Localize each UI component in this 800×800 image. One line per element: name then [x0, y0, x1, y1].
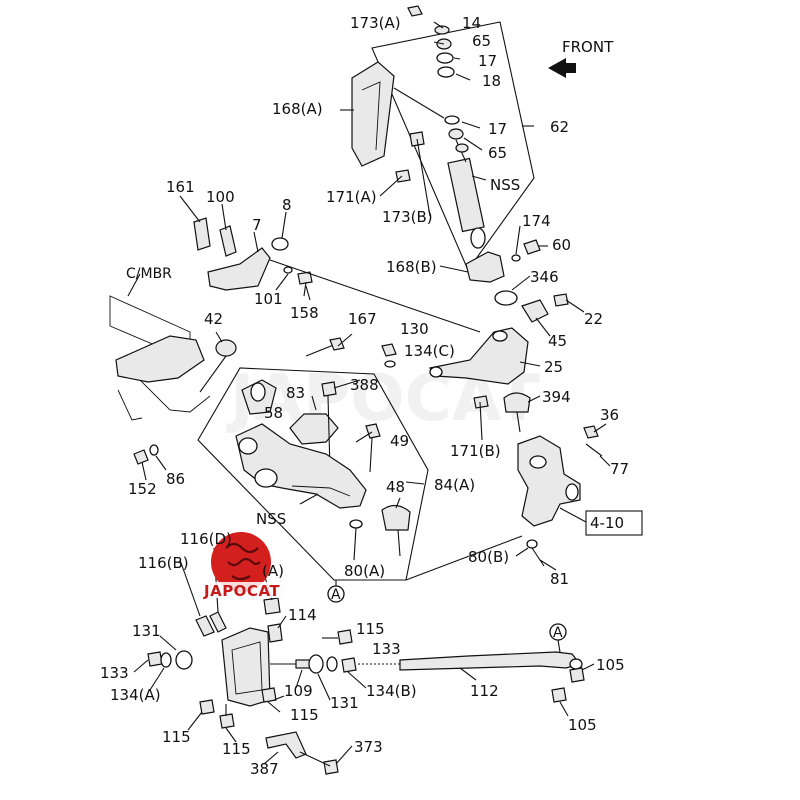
- callout-105-top: 105: [596, 656, 625, 674]
- callout-116d: 116(D): [180, 530, 232, 548]
- callout-133-right: 133: [372, 640, 401, 658]
- callout-171b: 171(B): [450, 442, 501, 460]
- callout-105-bottom: 105: [568, 716, 597, 734]
- callout-131-right: 131: [330, 694, 359, 712]
- tie-rod-group: [358, 639, 595, 717]
- front-label: FRONT: [562, 38, 614, 56]
- callout-48: 48: [386, 478, 405, 496]
- callout-25: 25: [544, 358, 563, 376]
- callout-45: 45: [548, 332, 567, 350]
- callout-173a: 173(A): [350, 14, 401, 32]
- callout-112: 112: [470, 682, 499, 700]
- callout-100: 100: [206, 188, 235, 206]
- japocat-logo-text: JAPOCAT: [203, 582, 280, 600]
- callout-4-10: 4-10: [590, 514, 624, 532]
- callout-nss-upper: NSS: [490, 176, 520, 194]
- callout-101: 101: [254, 290, 283, 308]
- marker-a-label-1: A: [331, 587, 341, 603]
- callout-171a: 171(A): [326, 188, 377, 206]
- crossmember-group: [109, 273, 237, 481]
- callout-7: 7: [252, 216, 262, 234]
- callout-49: 49: [390, 432, 409, 450]
- steering-knuckle-group: [405, 423, 643, 581]
- shock-absorber-group: [340, 5, 535, 272]
- callout-86: 86: [166, 470, 185, 488]
- stabilizer-bracket-group: [179, 195, 481, 333]
- callout-115-top: 115: [356, 620, 385, 638]
- callout-58: 58: [264, 404, 283, 422]
- callout-83: 83: [286, 384, 305, 402]
- callout-134c: 134(C): [404, 342, 455, 360]
- callout-394: 394: [542, 388, 571, 406]
- callout-115-mid: 115: [290, 706, 319, 724]
- callout-nss-lower: NSS: [256, 510, 286, 528]
- callout-373: 373: [354, 738, 383, 756]
- reference-marker-a-2: [549, 623, 567, 641]
- callout-134a: 134(A): [110, 686, 161, 704]
- callout-387: 387: [250, 760, 279, 778]
- callout-80b: 80(B): [468, 548, 509, 566]
- callout-14: 14: [462, 14, 481, 32]
- reference-marker-a-1: [327, 585, 345, 603]
- callout-167: 167: [348, 310, 377, 328]
- callout-130: 130: [400, 320, 429, 338]
- callout-114: 114: [288, 606, 317, 624]
- callout-18: 18: [482, 72, 501, 90]
- callout-84a: 84(A): [434, 476, 475, 494]
- lower-link-group: [133, 547, 367, 775]
- callout-168b: 168(B): [386, 258, 437, 276]
- callout-115-bottom: 115: [222, 740, 251, 758]
- callout-62: 62: [550, 118, 569, 136]
- callout-crossmember: C/MBR: [126, 266, 172, 282]
- callout-173b: 173(B): [382, 208, 433, 226]
- callout-168a: 168(A): [272, 100, 323, 118]
- upper-control-arm-group: [428, 225, 585, 441]
- callout-17-top: 17: [478, 52, 497, 70]
- lower-control-arm-group: [197, 333, 429, 586]
- callout-115-left: 115: [162, 728, 191, 746]
- callout-22: 22: [584, 310, 603, 328]
- callout-116b: 116(B): [138, 554, 189, 572]
- callout-174: 174: [522, 212, 551, 230]
- callout-161: 161: [166, 178, 195, 196]
- callout-17-mid: 17: [488, 120, 507, 138]
- callout-158: 158: [290, 304, 319, 322]
- callout-152: 152: [128, 480, 157, 498]
- front-direction-arrow-icon: [548, 58, 576, 78]
- callout-109: 109: [284, 682, 313, 700]
- callout-36: 36: [600, 406, 619, 424]
- callout-133-left: 133: [100, 664, 129, 682]
- callout-42: 42: [204, 310, 223, 328]
- callout-116a: (A): [262, 562, 284, 580]
- marker-a-label-2: A: [553, 625, 563, 641]
- callout-134b: 134(B): [366, 682, 417, 700]
- callout-388: 388: [350, 376, 379, 394]
- callout-131-left: 131: [132, 622, 161, 640]
- callout-77: 77: [610, 460, 629, 478]
- callout-81: 81: [550, 570, 569, 588]
- callout-8: 8: [282, 196, 292, 214]
- callout-65-top: 65: [472, 32, 491, 50]
- japocat-logo: [202, 532, 282, 598]
- callout-65-mid: 65: [488, 144, 507, 162]
- callout-60: 60: [552, 236, 571, 254]
- callout-80a: 80(A): [344, 562, 385, 580]
- callout-346: 346: [530, 268, 559, 286]
